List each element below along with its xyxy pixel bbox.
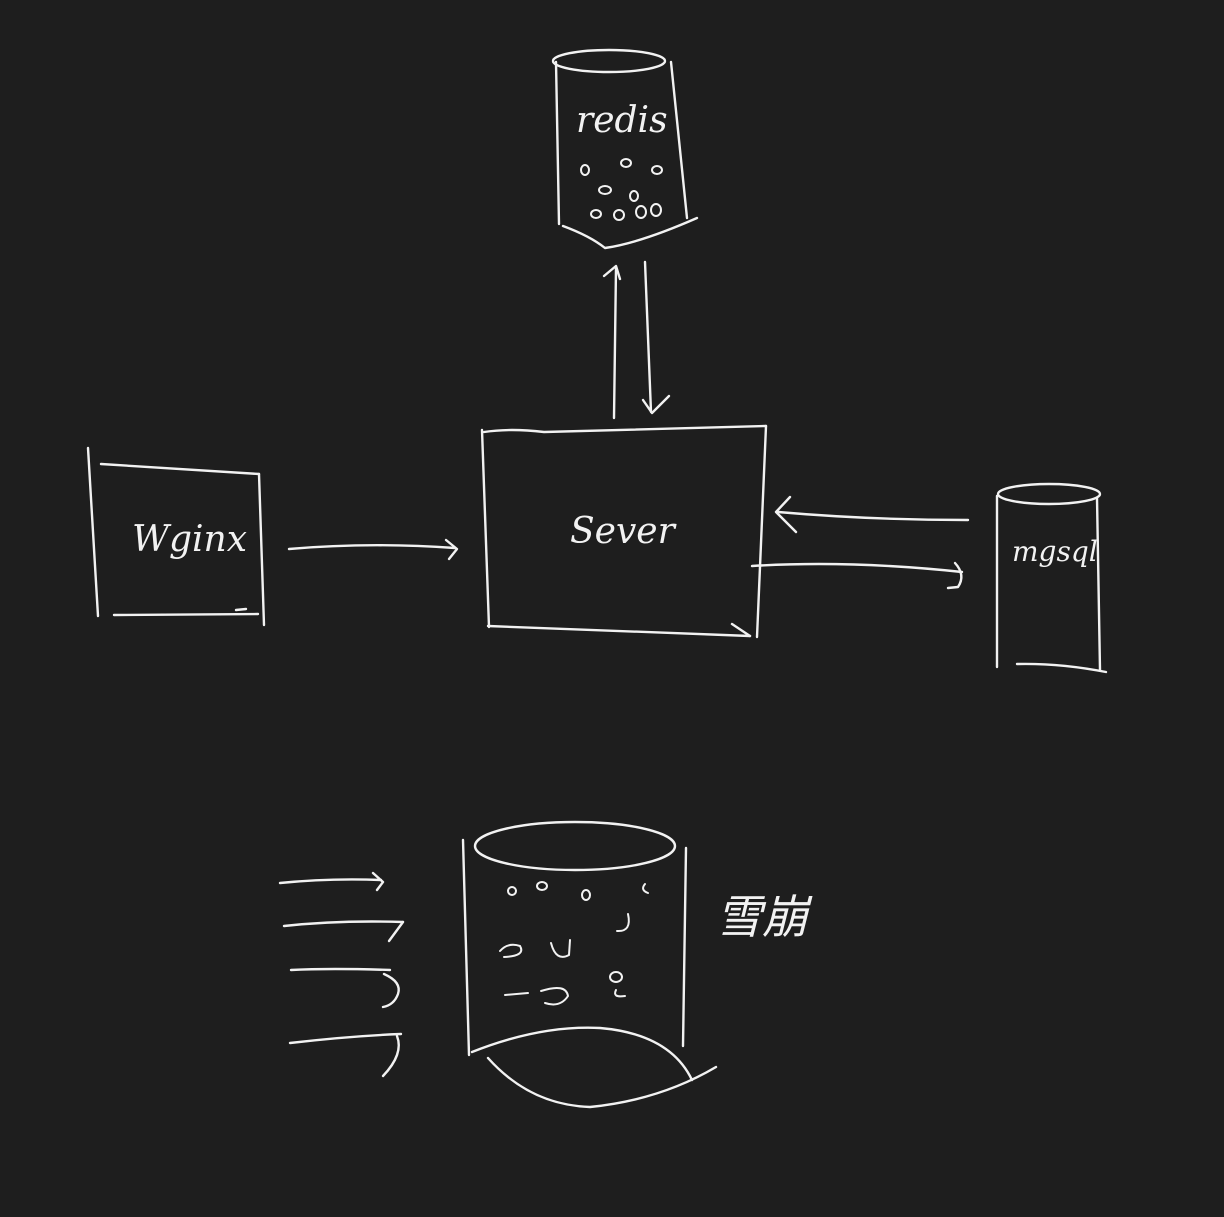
redis-label: redis (576, 100, 668, 141)
nginx-label: Wginx (132, 519, 247, 560)
request-arrow-1 (278, 871, 385, 892)
request-arrows (278, 871, 405, 1078)
redis-cylinder: redis (551, 48, 699, 250)
avalanche-cylinder: 雪崩 (461, 820, 813, 1109)
request-arrow-2 (282, 920, 405, 943)
avalanche-bubbles (499, 881, 649, 1006)
edge-server-to-redis (602, 264, 622, 420)
request-arrow-3 (289, 967, 400, 1009)
avalanche-label: 雪崩 (716, 890, 813, 944)
edge-mysql-to-server (774, 495, 970, 534)
redis-bubbles (580, 158, 663, 221)
edge-server-to-mysql (750, 561, 964, 590)
mysql-cylinder: mgsql (995, 482, 1108, 674)
server-box: Sever (480, 424, 768, 639)
edge-redis-to-server (641, 260, 671, 415)
request-arrow-4 (288, 1032, 403, 1078)
server-label: Sever (570, 511, 677, 552)
mysql-label: mgsql (1012, 535, 1098, 568)
nginx-box: Wginx (86, 446, 266, 627)
edge-nginx-to-server (287, 538, 459, 561)
